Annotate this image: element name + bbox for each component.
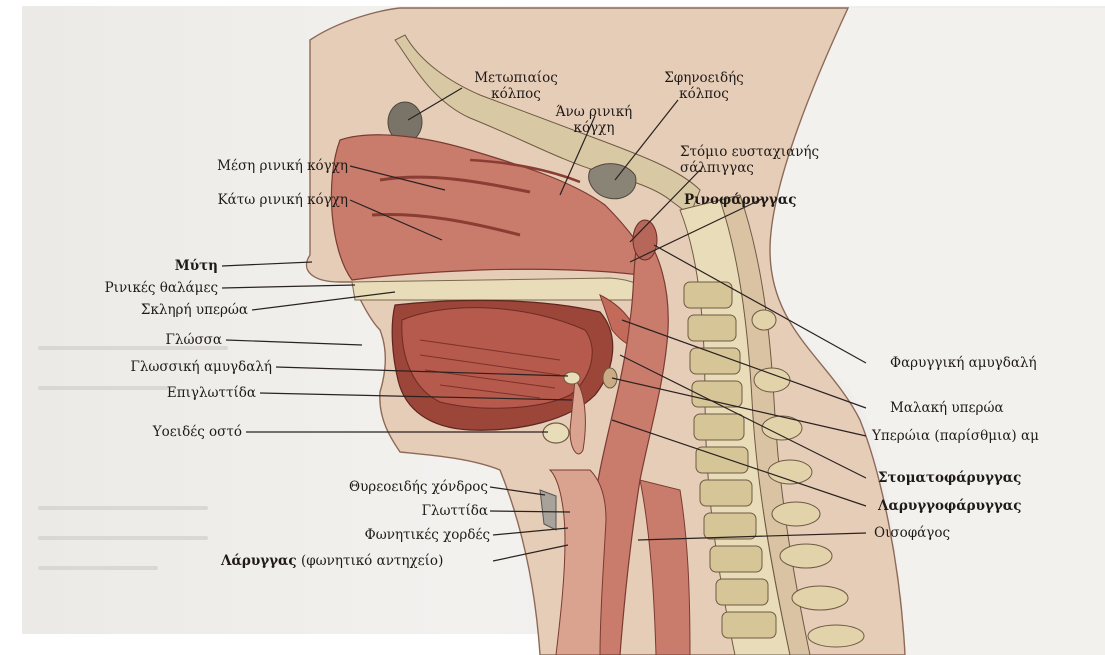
label-epiglottis: Επιγλωττίδα — [80, 385, 256, 401]
label-laryngopharynx: Λαρυγγοφάρυγγας — [878, 498, 1021, 514]
label-inferior-concha: Κάτω ρινική κόγχη — [148, 192, 348, 208]
label-nasal-cavities: Ρινικές θαλάμες — [40, 280, 218, 296]
label-thyroid-cartilage: Θυρεοειδής χόνδρος — [290, 479, 488, 495]
label-oropharynx: Στοματοφάρυγγας — [878, 470, 1021, 486]
label-vocal-cords: Φωνητικές χορδές — [300, 527, 490, 543]
label-esophagus: Οισοφάγος — [874, 525, 950, 541]
label-glottis: Γλωττίδα — [340, 503, 488, 519]
label-nose: Μύτη — [100, 258, 218, 274]
label-tongue: Γλώσσα — [100, 332, 222, 348]
hard-palate — [352, 278, 650, 300]
label-hard-palate: Σκληρή υπερώα — [70, 302, 248, 318]
label-lingual-tonsil: Γλωσσική αμυγδαλή — [70, 359, 272, 375]
label-eustachian-opening: Στόμιο ευσταχιανής σάλπιγγας — [680, 144, 819, 176]
tongue — [402, 308, 592, 409]
label-middle-concha: Μέση ρινική κόγχη — [148, 158, 348, 174]
label-palatine-tonsil: Υπερώια (παρίσθμια) αμ — [872, 428, 1039, 444]
label-superior-concha: Άνω ρινική κόγχη — [534, 104, 654, 136]
label-sphenoid-sinus: Σφηνοειδής κόλπος — [644, 70, 764, 102]
label-nasopharynx: Ρινοφάρυγγας — [684, 192, 796, 208]
palatine-tonsil — [603, 368, 617, 388]
hyoid-bone — [543, 423, 569, 443]
label-frontal-sinus: Μετωπιαίος κόλπος — [456, 70, 576, 102]
label-soft-palate: Μαλακή υπερώα — [890, 400, 1004, 416]
label-larynx-bold: Λάρυγγας — [221, 553, 297, 569]
label-pharyngeal-tonsil: Φαρυγγική αμυγδαλή — [890, 355, 1037, 371]
label-larynx: Λάρυγγας (φωνητικό αντηχείο) — [221, 553, 443, 569]
lingual-tonsil — [564, 372, 580, 384]
label-hyoid-bone: Υοειδές οστό — [80, 424, 242, 440]
label-larynx-rest: (φωνητικό αντηχείο) — [297, 553, 444, 569]
